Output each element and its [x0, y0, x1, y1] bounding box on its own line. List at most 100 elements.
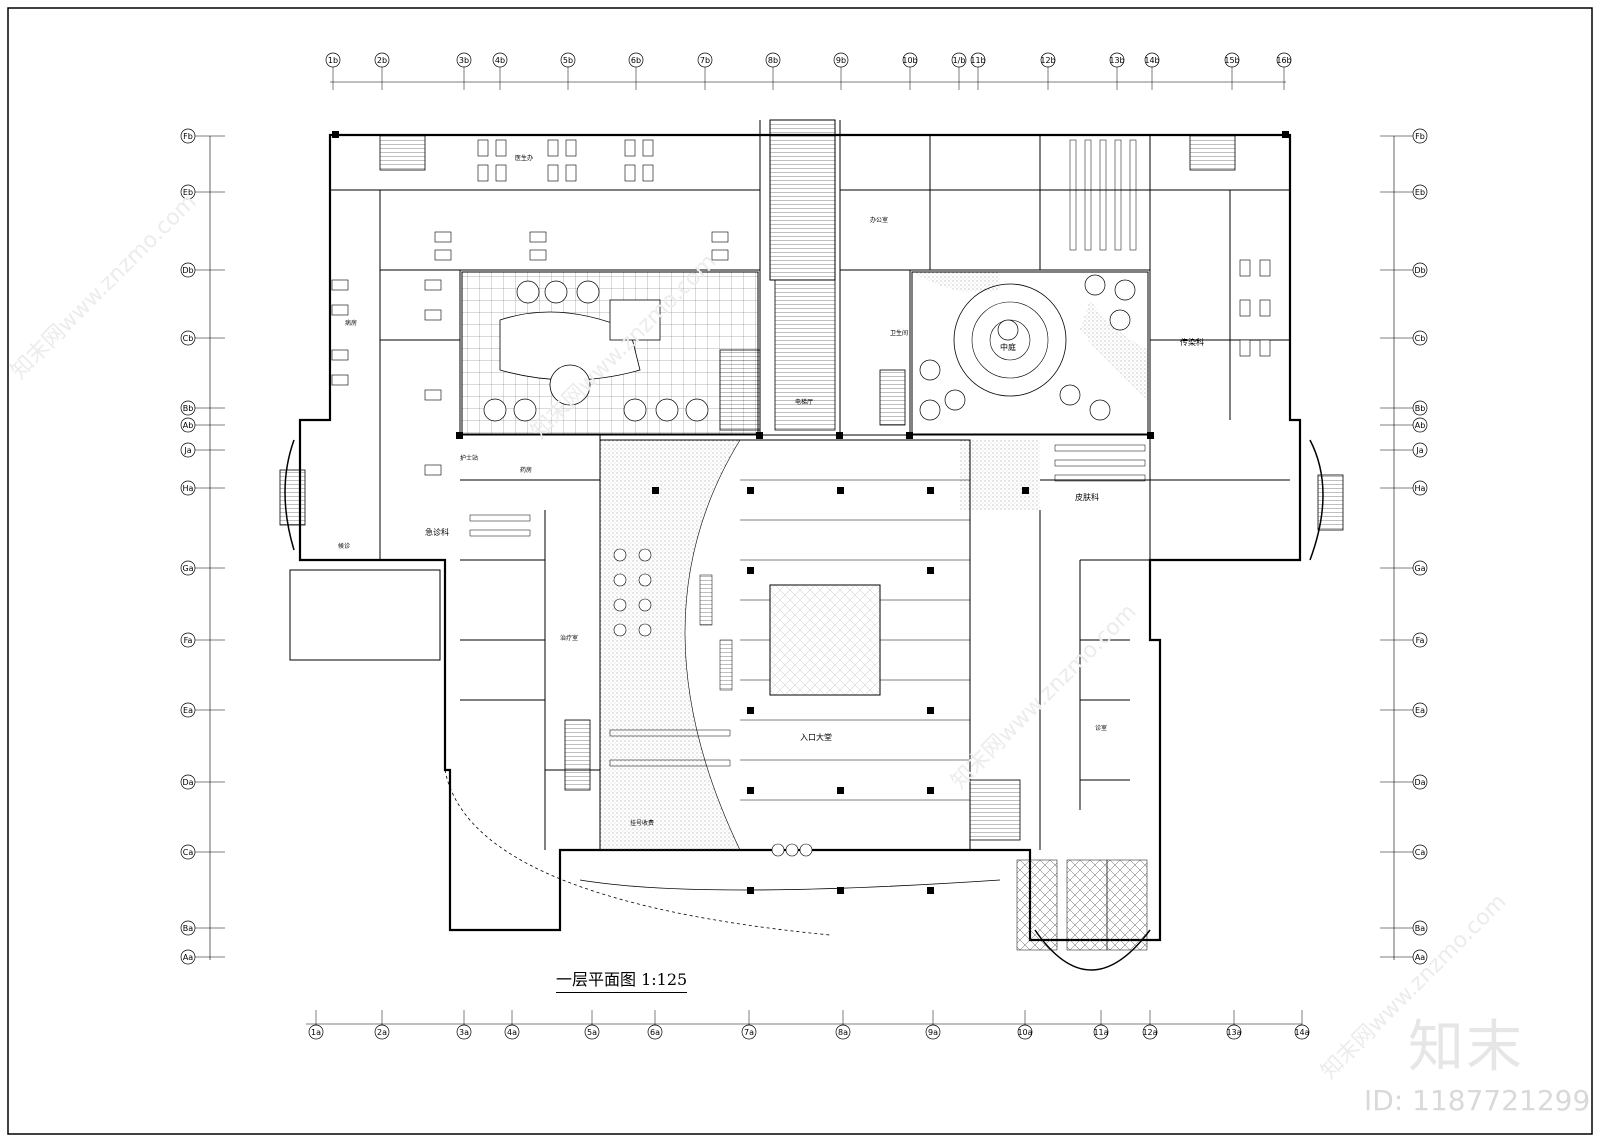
grid-left-2-bubble	[180, 262, 196, 278]
grid-left-9-label: Fa	[184, 636, 193, 645]
grid-left-10-bubble	[180, 702, 196, 718]
grid-right-7-label: Ha	[1415, 484, 1426, 493]
grid-left-4-bubble	[180, 400, 196, 416]
grid-top-0-label: 1b	[328, 56, 338, 65]
grid-right-4-label: Bb	[1415, 404, 1426, 413]
grid-left-13-bubble	[180, 920, 196, 936]
grid-bottom-11-label: 12a	[1142, 1028, 1157, 1037]
grid-left-13-label: Ba	[183, 924, 193, 933]
grid-right-4-bubble	[1412, 400, 1428, 416]
room-office-label: 办公室	[870, 216, 888, 224]
grid-top-3-bubble	[492, 52, 508, 68]
grid-right-3-label: Cb	[1415, 334, 1426, 343]
grid-bottom-12-label: 13a	[1226, 1028, 1241, 1037]
grid-left-10-label: Ea	[183, 706, 193, 715]
grid-right-10-label: Ea	[1415, 706, 1425, 715]
tree-symbols	[483, 274, 1136, 422]
room-registration-label: 挂号收费	[630, 819, 654, 827]
grid-top-4-bubble	[560, 52, 576, 68]
grid-right-0-bubble	[1412, 128, 1428, 144]
grid-top-10-label: 1/b	[953, 56, 966, 65]
watermark-logo: 知末	[1408, 1015, 1524, 1080]
grid-right-10-bubble	[1412, 702, 1428, 718]
grid-left-3-bubble	[180, 330, 196, 346]
grid-right-1-bubble	[1412, 184, 1428, 200]
grid-top-4-label: 5b	[563, 56, 573, 65]
grid-top-2-bubble	[456, 52, 472, 68]
grid-right-8-label: Ga	[1414, 564, 1425, 573]
grid-left-1-bubble	[180, 184, 196, 200]
grid-top-3-label: 4b	[495, 56, 505, 65]
grid-right-14-bubble	[1412, 949, 1428, 965]
grid-right-7-bubble	[1412, 480, 1428, 496]
grid-top-10-bubble	[951, 52, 967, 68]
grid-bottom-10-label: 11a	[1093, 1028, 1108, 1037]
grid-left-8-label: Ga	[182, 564, 193, 573]
grid-right-6-bubble	[1412, 442, 1428, 458]
structural-columns	[332, 131, 1289, 894]
grid-top-14-bubble	[1144, 52, 1160, 68]
grid-top-9-label: 10b	[902, 56, 917, 65]
grid-bottom-3-label: 4a	[507, 1028, 517, 1037]
grid-right-13-label: Ba	[1415, 924, 1425, 933]
grid-bottom-6-bubble	[741, 1024, 757, 1040]
grid-top-1-bubble	[374, 52, 390, 68]
grid-left-7-bubble	[180, 480, 196, 496]
grid-left-5-bubble	[180, 417, 196, 433]
grid-left-7-label: Ha	[183, 484, 194, 493]
grid-right-9-bubble	[1412, 632, 1428, 648]
grid-left-0-label: Fb	[183, 132, 193, 141]
grid-bottom-9-bubble	[1017, 1024, 1033, 1040]
grid-bottom-2-bubble	[456, 1024, 472, 1040]
grid-top-15-bubble	[1224, 52, 1240, 68]
grid-right-11-label: Da	[1414, 778, 1425, 787]
room-emergency-label: 急诊科	[425, 527, 449, 537]
grid-right-9-label: Fa	[1416, 636, 1425, 645]
room-nurse-label: 护士站	[460, 454, 478, 462]
grid-left-6-label: Ja	[183, 446, 191, 455]
grid-right-0-label: Fb	[1415, 132, 1425, 141]
beds	[331, 139, 1271, 476]
main-stair	[769, 119, 836, 281]
drawing-title: 一层平面图 1:125	[556, 966, 688, 993]
grid-right-5-label: Ab	[1415, 421, 1426, 430]
grid-top-15-label: 15b	[1224, 56, 1239, 65]
grid-top-13-label: 13b	[1109, 56, 1124, 65]
grid-left-8-bubble	[180, 560, 196, 576]
grid-top-13-bubble	[1109, 52, 1125, 68]
grid-top-7-label: 8b	[768, 56, 778, 65]
grid-bottom-6-label: 7a	[744, 1028, 754, 1037]
room-courtyard-label: 中庭	[1000, 342, 1016, 352]
grid-right-5-bubble	[1412, 417, 1428, 433]
grid-top-16-label: 16b	[1276, 56, 1291, 65]
grid-left-4-label: Bb	[183, 404, 194, 413]
grid-top-9-bubble	[902, 52, 918, 68]
grid-left-14-bubble	[180, 949, 196, 965]
grid-top-16-bubble	[1276, 52, 1292, 68]
grid-bottom-9-label: 10a	[1017, 1028, 1032, 1037]
grid-bottom-2-label: 3a	[459, 1028, 469, 1037]
watermark-site-3: 知末网www.znzmo.com	[947, 599, 1142, 794]
grid-bottom-11-bubble	[1142, 1024, 1158, 1040]
grid-right-2-label: Db	[1414, 266, 1425, 275]
watermark-id: ID: 1187721299	[1364, 1084, 1591, 1117]
dimension-lines	[209, 81, 1395, 1025]
grid-bottom-7-bubble	[835, 1024, 851, 1040]
grid-bottom-7-label: 8a	[838, 1028, 848, 1037]
grid-left-11-bubble	[180, 774, 196, 790]
grid-top-5-label: 6b	[631, 56, 641, 65]
grid-right-3-bubble	[1412, 330, 1428, 346]
grid-bottom-0-label: 1a	[311, 1028, 321, 1037]
room-doctor-label: 医生办	[515, 154, 533, 162]
grid-left-0-bubble	[180, 128, 196, 144]
grid-bottom-1-bubble	[374, 1024, 390, 1040]
room-waiting-label: 候诊	[338, 542, 350, 550]
grid-left-6-bubble	[180, 442, 196, 458]
grid-left-14-label: Aa	[183, 953, 193, 962]
grid-left-9-bubble	[180, 632, 196, 648]
grid-top-1-label: 2b	[377, 56, 387, 65]
room-treatment-label: 治疗室	[560, 634, 578, 642]
grid-right-2-bubble	[1412, 262, 1428, 278]
grid-top-7-bubble	[765, 52, 781, 68]
grid-top-14-label: 14b	[1144, 56, 1159, 65]
